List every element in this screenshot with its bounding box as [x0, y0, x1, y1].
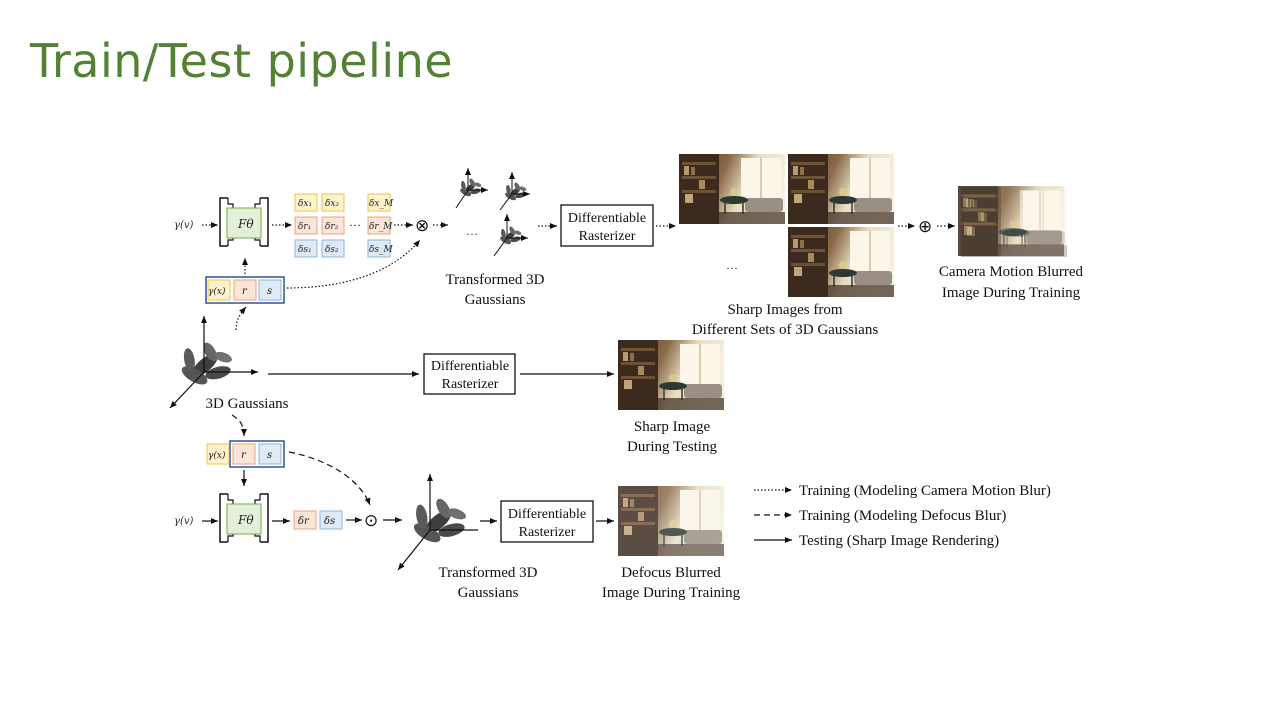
rasterizer-bottom: Differentiable Rasterizer — [500, 500, 594, 543]
odot-operator: ⊙ — [364, 511, 378, 530]
rasterizer-top: Differentiable Rasterizer — [560, 204, 654, 247]
transformed-gaussians-top: ··· — [455, 168, 530, 257]
svg-text:Rasterizer: Rasterizer — [579, 229, 636, 244]
delta-r-1: δr₁ — [298, 222, 311, 232]
label-defocus-1: Defocus Blurred — [621, 565, 721, 581]
f-theta-network-top: Fθ — [219, 197, 269, 247]
page-title: Train/Test pipeline — [30, 34, 454, 88]
svg-text:Differentiable: Differentiable — [508, 507, 586, 522]
svg-text:δs: δs — [324, 516, 335, 527]
svg-text:r: r — [241, 450, 247, 461]
label-sharp-images-2: Different Sets of 3D Gaussians — [692, 322, 879, 338]
param-box-bottom: γ(x) r s — [206, 440, 285, 468]
delta-x-m: δx_M — [369, 199, 394, 209]
gamma-v-input-top: γ(v) — [174, 220, 194, 231]
label-camera-blur-2: Image During Training — [942, 285, 1081, 301]
label-defocus-2: Image During Training — [602, 585, 741, 601]
legend-solid: Testing (Sharp Image Rendering) — [799, 533, 999, 549]
transformed-gaussians-bottom — [397, 474, 478, 571]
label-gaussians: 3D Gaussians — [206, 396, 289, 412]
delta-pair-bottom: δr δs — [293, 510, 343, 530]
param-box-top: γ(x) r s — [205, 276, 285, 304]
delta-grid-top: δx₁ δx₂ δx_M δr₁ δr₂ δr_M δs₁ δs₂ δs_M ·… — [294, 193, 394, 258]
label-sharp-test-1: Sharp Image — [634, 419, 711, 435]
delta-ellipsis: ··· — [349, 218, 361, 232]
gaussians-3d — [169, 316, 258, 409]
delta-s-2: δs₂ — [325, 245, 339, 255]
svg-text:γ(x): γ(x) — [208, 286, 226, 297]
legend: Training (Modeling Camera Motion Blur) T… — [754, 483, 1051, 549]
legend-dotted: Training (Modeling Camera Motion Blur) — [799, 483, 1051, 499]
f-theta-network-bottom: Fθ — [219, 493, 269, 543]
sharp-test-image — [617, 339, 725, 411]
svg-text:Rasterizer: Rasterizer — [442, 377, 499, 392]
delta-x-1: δx₁ — [298, 199, 312, 209]
svg-text:Fθ: Fθ — [237, 217, 254, 231]
label-transformed-top-2: Gaussians — [465, 292, 526, 308]
svg-text:δr: δr — [298, 516, 310, 527]
svg-text:s: s — [267, 450, 272, 461]
gamma-v-input-bottom: γ(v) — [174, 516, 194, 527]
delta-x-2: δx₂ — [325, 199, 339, 209]
delta-s-m: δs_M — [369, 245, 394, 255]
label-sharp-test-2: During Testing — [627, 439, 717, 455]
transformed-dots: ··· — [466, 227, 478, 241]
svg-text:s: s — [267, 286, 272, 297]
svg-text:Differentiable: Differentiable — [431, 359, 509, 374]
camera-blurred-image — [957, 185, 1068, 258]
defocus-blurred-image — [617, 485, 725, 557]
svg-text:Rasterizer: Rasterizer — [519, 525, 576, 540]
label-camera-blur-1: Camera Motion Blurred — [939, 264, 1084, 280]
svg-text:Differentiable: Differentiable — [568, 211, 646, 226]
otimes-operator: ⊗ — [415, 216, 429, 235]
delta-r-2: δr₂ — [325, 222, 339, 232]
svg-text:···: ··· — [726, 261, 738, 275]
delta-s-1: δs₁ — [298, 245, 312, 255]
svg-text:r: r — [242, 286, 248, 297]
svg-text:Fθ: Fθ — [237, 513, 254, 527]
label-transformed-bottom-2: Gaussians — [458, 585, 519, 601]
label-sharp-images-1: Sharp Images from — [728, 302, 843, 318]
rasterizer-middle: Differentiable Rasterizer — [423, 353, 516, 395]
sharp-images-grid: ··· — [678, 153, 895, 298]
oplus-operator: ⊕ — [918, 217, 932, 236]
svg-text:γ(x): γ(x) — [208, 450, 226, 461]
label-transformed-top-1: Transformed 3D — [445, 272, 544, 288]
delta-r-m: δr_M — [369, 222, 393, 232]
label-transformed-bottom-1: Transformed 3D — [438, 565, 537, 581]
legend-dashed: Training (Modeling Defocus Blur) — [799, 508, 1006, 524]
